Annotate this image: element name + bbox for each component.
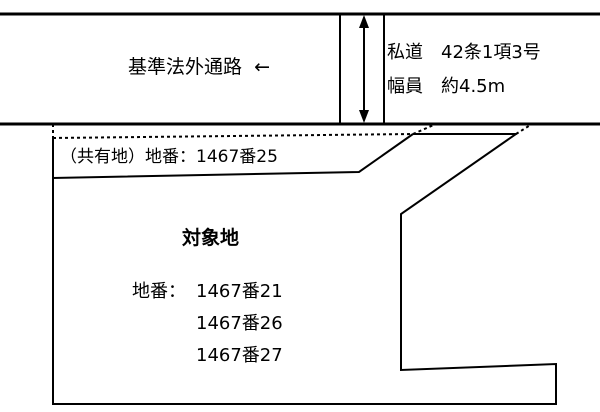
road-width-label: 幅員 約4.5m <box>387 76 506 97</box>
lot-number: 1467番21 <box>196 281 283 302</box>
road-name: 基準法外通路 <box>128 56 243 78</box>
shared-lot-outline <box>52 133 414 180</box>
left-arrow-icon <box>242 56 254 78</box>
lot-number-prefix: 地番： <box>132 281 186 302</box>
left-arrow-glyph: ← <box>254 56 271 78</box>
dotted-boundaries <box>52 123 533 139</box>
target-lot-outline <box>52 133 557 405</box>
shared-lot-label: （共有地）地番：1467番25 <box>60 147 278 167</box>
arrow-head-bottom <box>359 110 369 123</box>
arrow-head-top <box>359 15 369 28</box>
road-name-label: 基準法外通路 ← <box>128 58 270 77</box>
lot-number: 1467番27 <box>196 345 283 366</box>
road-type-label: 私道 42条1項3号 <box>387 42 541 63</box>
lot-number: 1467番26 <box>196 313 283 334</box>
target-lot-title: 対象地 <box>182 227 240 249</box>
